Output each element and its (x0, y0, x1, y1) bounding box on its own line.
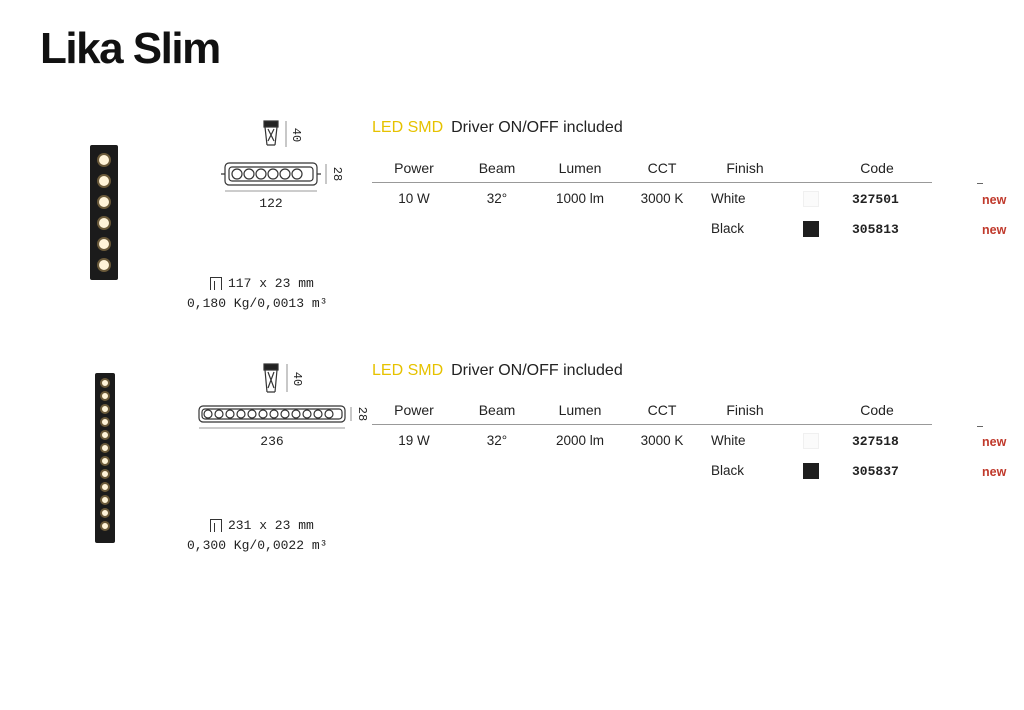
led-dot (97, 237, 111, 251)
header-beam: Beam (478, 160, 516, 176)
spec-power: 19 W (398, 433, 430, 448)
product-section-1: 40 28 122 117 x 23 mm 0,180 Kg/0,0013 m³… (0, 0, 1024, 311)
led-dot (100, 521, 110, 531)
finish-name: Black (711, 463, 745, 478)
product-code: 305813 (852, 222, 899, 237)
header-code: Code (860, 160, 894, 176)
product-photo (95, 373, 115, 543)
length-label: 236 (260, 434, 283, 449)
header-cct: CCT (647, 402, 677, 418)
led-dot (100, 482, 110, 492)
led-dot (100, 391, 110, 401)
led-dot (97, 174, 111, 188)
height-label: 40 (289, 128, 303, 142)
product-code: 305837 (852, 464, 899, 479)
side-profile-drawing (263, 363, 279, 393)
new-badge: new (982, 193, 1007, 207)
header-code: Code (860, 402, 894, 418)
weight-volume: 0,300 Kg/0,0022 m³ (187, 537, 328, 553)
finish-name: White (711, 191, 746, 206)
dimensions-block: 117 x 23 mm 0,180 Kg/0,0013 m³ (187, 273, 327, 313)
spec-table-header: Power Beam Lumen CCT Finish Code (372, 400, 932, 425)
product-section-2: 40 28 236 231 x 23 mm 0,300 Kg/0,0022 m³… (0, 0, 1024, 553)
header-beam: Beam (478, 402, 516, 418)
front-profile-drawing (198, 405, 346, 423)
header-finish: Finish (726, 402, 764, 418)
new-badge: new (982, 223, 1007, 237)
new-badge: new (982, 435, 1007, 449)
driver-label: Driver ON/OFF included (451, 119, 623, 136)
led-dot (97, 216, 111, 230)
side-profile-drawing (263, 120, 279, 146)
cutout-icon (210, 276, 222, 290)
cutout-size: 231 x 23 mm (228, 517, 314, 533)
depth-label: 28 (330, 167, 344, 181)
finish-swatch-black (803, 221, 819, 237)
led-dot (97, 258, 111, 272)
cutout-icon (210, 518, 222, 532)
cutout-size: 117 x 23 mm (228, 275, 314, 291)
technical-drawing: 40 28 236 (198, 363, 369, 449)
finish-swatch-black (803, 463, 819, 479)
product-headline: LED SMD Driver ON/OFF included (372, 362, 623, 380)
divider-tick (977, 426, 983, 427)
led-dot (100, 404, 110, 414)
technical-drawing: 40 28 122 (221, 120, 344, 211)
spec-beam: 32° (486, 433, 508, 448)
length-label: 122 (259, 196, 282, 211)
spec-cct: 3000 K (640, 433, 684, 448)
product-code: 327501 (852, 192, 899, 207)
new-badge: new (982, 465, 1007, 479)
spec-table-header: Power Beam Lumen CCT Finish Code (372, 158, 932, 183)
height-label: 40 (290, 372, 304, 386)
led-dot (100, 495, 110, 505)
led-dot (100, 443, 110, 453)
finish-name: Black (711, 221, 745, 236)
spec-cct: 3000 K (640, 191, 684, 206)
divider-tick (977, 183, 983, 184)
led-dot (100, 508, 110, 518)
spec-lumen: 1000 lm (555, 191, 605, 206)
header-power: Power (394, 160, 434, 176)
page-title: Lika Slim (40, 24, 221, 73)
led-dot (97, 195, 111, 209)
dimensions-block: 231 x 23 mm 0,300 Kg/0,0022 m³ (187, 515, 327, 555)
weight-volume: 0,180 Kg/0,0013 m³ (187, 295, 328, 311)
header-finish: Finish (726, 160, 764, 176)
header-power: Power (394, 402, 434, 418)
finish-name: White (711, 433, 746, 448)
led-dot (100, 430, 110, 440)
product-photo (90, 145, 118, 280)
depth-label: 28 (355, 407, 369, 421)
finish-swatch-white (803, 191, 819, 207)
product-headline: LED SMD Driver ON/OFF included (372, 119, 623, 137)
product-code: 327518 (852, 434, 899, 449)
led-dot (100, 456, 110, 466)
driver-label: Driver ON/OFF included (451, 362, 623, 379)
spec-power: 10 W (398, 191, 430, 206)
led-dot (97, 153, 111, 167)
spec-lumen: 2000 lm (555, 433, 605, 448)
led-type-label: LED SMD (372, 119, 444, 136)
finish-swatch-white (803, 433, 819, 449)
led-type-label: LED SMD (372, 362, 444, 379)
spec-beam: 32° (486, 191, 508, 206)
led-dot (100, 469, 110, 479)
header-cct: CCT (647, 160, 677, 176)
led-dot (100, 417, 110, 427)
front-profile-drawing (221, 162, 321, 186)
header-lumen: Lumen (558, 402, 602, 418)
led-dot (100, 378, 110, 388)
header-lumen: Lumen (558, 160, 602, 176)
